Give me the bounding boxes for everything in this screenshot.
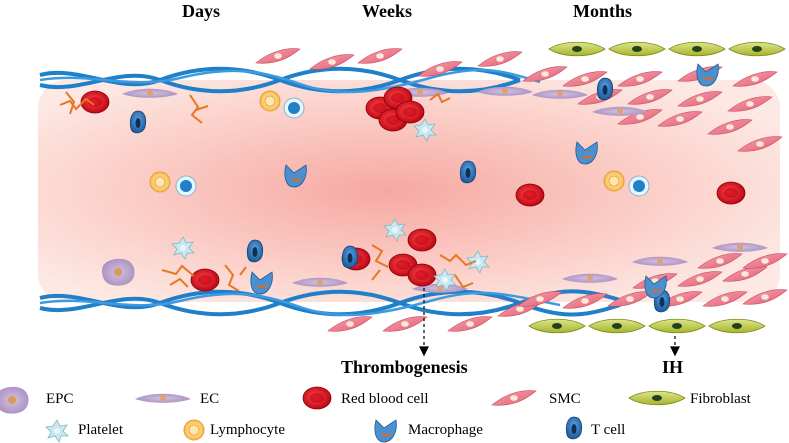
ih-arrow [670,336,680,357]
legend-ec-label: EC [200,391,220,407]
legend-lymphocyte-label: Lymphocyte [210,422,285,438]
weeks-section [255,48,545,332]
ih-label: IH [662,357,684,377]
fibroblast-icon [628,390,686,406]
legend-smc-label: SMC [549,391,581,407]
thrombogenesis-arrow [419,288,429,357]
tcell-icon [565,416,583,440]
days-section [59,88,348,295]
legend-macrophage-label: Macrophage [408,422,483,438]
legend-epc-label: EPC [46,391,74,407]
epc-icon [0,386,29,414]
legend-tcell-label: T cell [591,422,626,438]
lymphocyte-icon [183,419,205,441]
macrophage-icon [374,419,397,443]
thrombogenesis-label: Thrombogenesis [341,357,468,377]
ec-icon [135,393,191,403]
days-label: Days [182,1,221,21]
months-label: Months [573,1,633,21]
legend-fibroblast-label: Fibroblast [690,391,751,407]
legend-platelet-label: Platelet [78,422,123,438]
smc-icon [491,390,537,406]
platelet-icon [45,419,69,443]
legend-rbc-label: Red blood cell [341,391,429,407]
vessel-lumen [38,80,780,302]
rbc-icon [302,386,332,410]
weeks-label: Weeks [362,1,413,21]
